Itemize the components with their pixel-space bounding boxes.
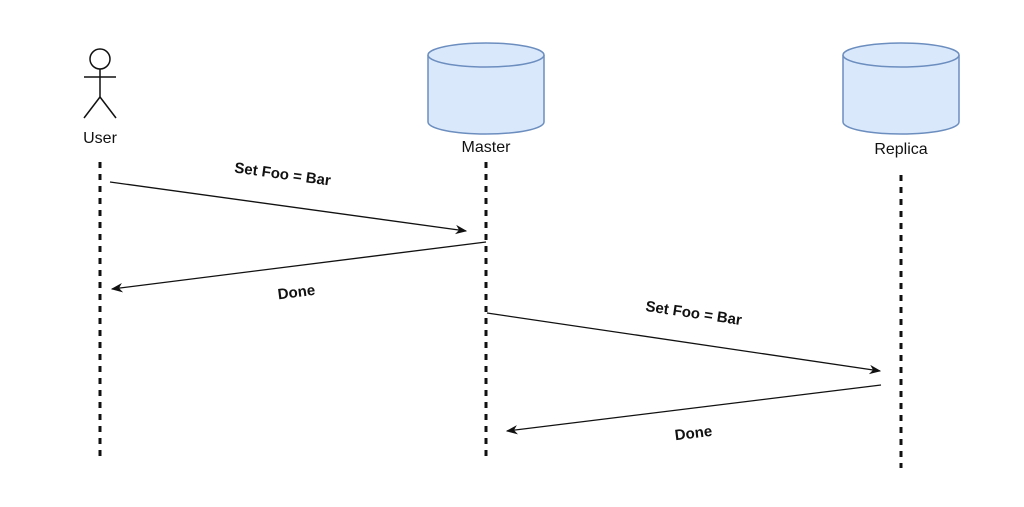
- master-database: Master: [427, 42, 545, 156]
- user-label: User: [83, 130, 117, 147]
- message-label: Set Foo = Bar: [233, 160, 332, 190]
- message-master-to-replica: Set Foo = Bar: [486, 298, 882, 375]
- user-actor: User: [83, 48, 118, 147]
- stick-figure-icon: [83, 48, 117, 119]
- database-cylinder-icon: [842, 42, 960, 135]
- message-replica-to-master: Done: [505, 384, 882, 444]
- message-arrow: [486, 312, 882, 375]
- message-user-to-master: Set Foo = Bar: [109, 160, 468, 235]
- message-arrow: [109, 181, 468, 235]
- replica-label: Replica: [874, 141, 927, 158]
- message-label: Set Foo = Bar: [644, 298, 743, 329]
- message-arrow: [505, 384, 882, 435]
- replica-database: Replica: [842, 42, 960, 158]
- database-cylinder-icon: [427, 42, 545, 135]
- message-label: Done: [674, 423, 713, 444]
- message-label: Done: [277, 282, 316, 304]
- master-label: Master: [462, 139, 512, 156]
- message-master-to-user: Done: [110, 241, 487, 304]
- message-arrow: [110, 241, 487, 293]
